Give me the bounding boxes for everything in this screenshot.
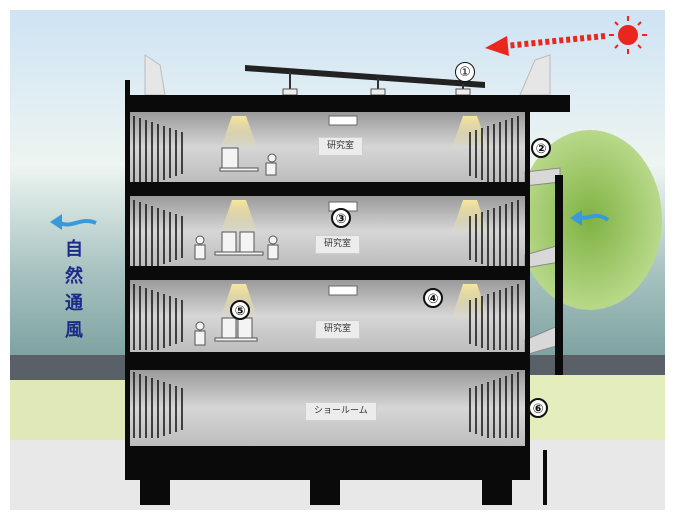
grass-right [530, 375, 665, 445]
marker-1: ① [455, 62, 475, 82]
room-label-lab-1f: 研究室 [315, 320, 361, 339]
natural-ventilation-label: 自然通風 [65, 239, 83, 341]
window-mullions [133, 116, 519, 439]
marker-4: ④ [423, 288, 443, 308]
wind-arrow-in-icon [570, 210, 610, 226]
marker-2: ② [531, 138, 551, 158]
marker-6: ⑥ [528, 398, 548, 418]
room-label-lab-3f: 研究室 [318, 137, 364, 156]
marker-5: ⑤ [230, 300, 250, 320]
room-label-lab-2f: 研究室 [315, 235, 361, 254]
sunlight-arrow-icon [485, 33, 606, 56]
marker-3: ③ [331, 208, 351, 228]
grass-left [10, 380, 125, 440]
sun-icon [609, 16, 647, 54]
wind-arrow-out-icon [50, 214, 97, 230]
room-label-showroom: ショールーム [305, 402, 377, 421]
structure [125, 80, 570, 505]
furniture [194, 147, 279, 346]
